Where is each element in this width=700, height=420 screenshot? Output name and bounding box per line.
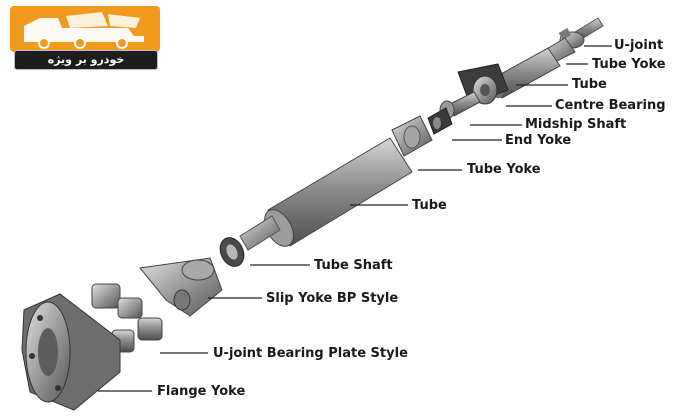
truck-logo-icon	[10, 6, 160, 52]
label-slip-yoke: Slip Yoke BP Style	[266, 291, 399, 306]
flange-yoke	[21, 293, 121, 411]
label-tube-shaft: Tube Shaft	[314, 258, 393, 273]
label-u-joint-bearing-plate: U-joint Bearing Plate Style	[213, 346, 408, 361]
end-yoke	[427, 107, 453, 135]
label-u-joint: U-joint	[614, 38, 664, 53]
label-centre-bearing: Centre Bearing	[555, 98, 666, 113]
label-midship-shaft: Midship Shaft	[525, 117, 627, 132]
slip-yoke	[139, 257, 223, 317]
tube-yoke-mid	[391, 115, 433, 157]
tube-shaft	[219, 215, 281, 267]
label-tube-mid: Tube	[412, 198, 447, 213]
brand-logo	[10, 6, 160, 76]
label-flange-yoke: Flange Yoke	[157, 384, 246, 399]
label-end-yoke: End Yoke	[505, 133, 572, 148]
label-tube-top: Tube	[572, 77, 607, 92]
label-tube-yoke-top: Tube Yoke	[592, 57, 666, 72]
brand-caption: خودرو بر ویژه	[14, 50, 158, 70]
leader-lines	[98, 45, 612, 392]
label-tube-yoke-mid: Tube Yoke	[467, 162, 541, 177]
tube-mid	[264, 137, 413, 247]
